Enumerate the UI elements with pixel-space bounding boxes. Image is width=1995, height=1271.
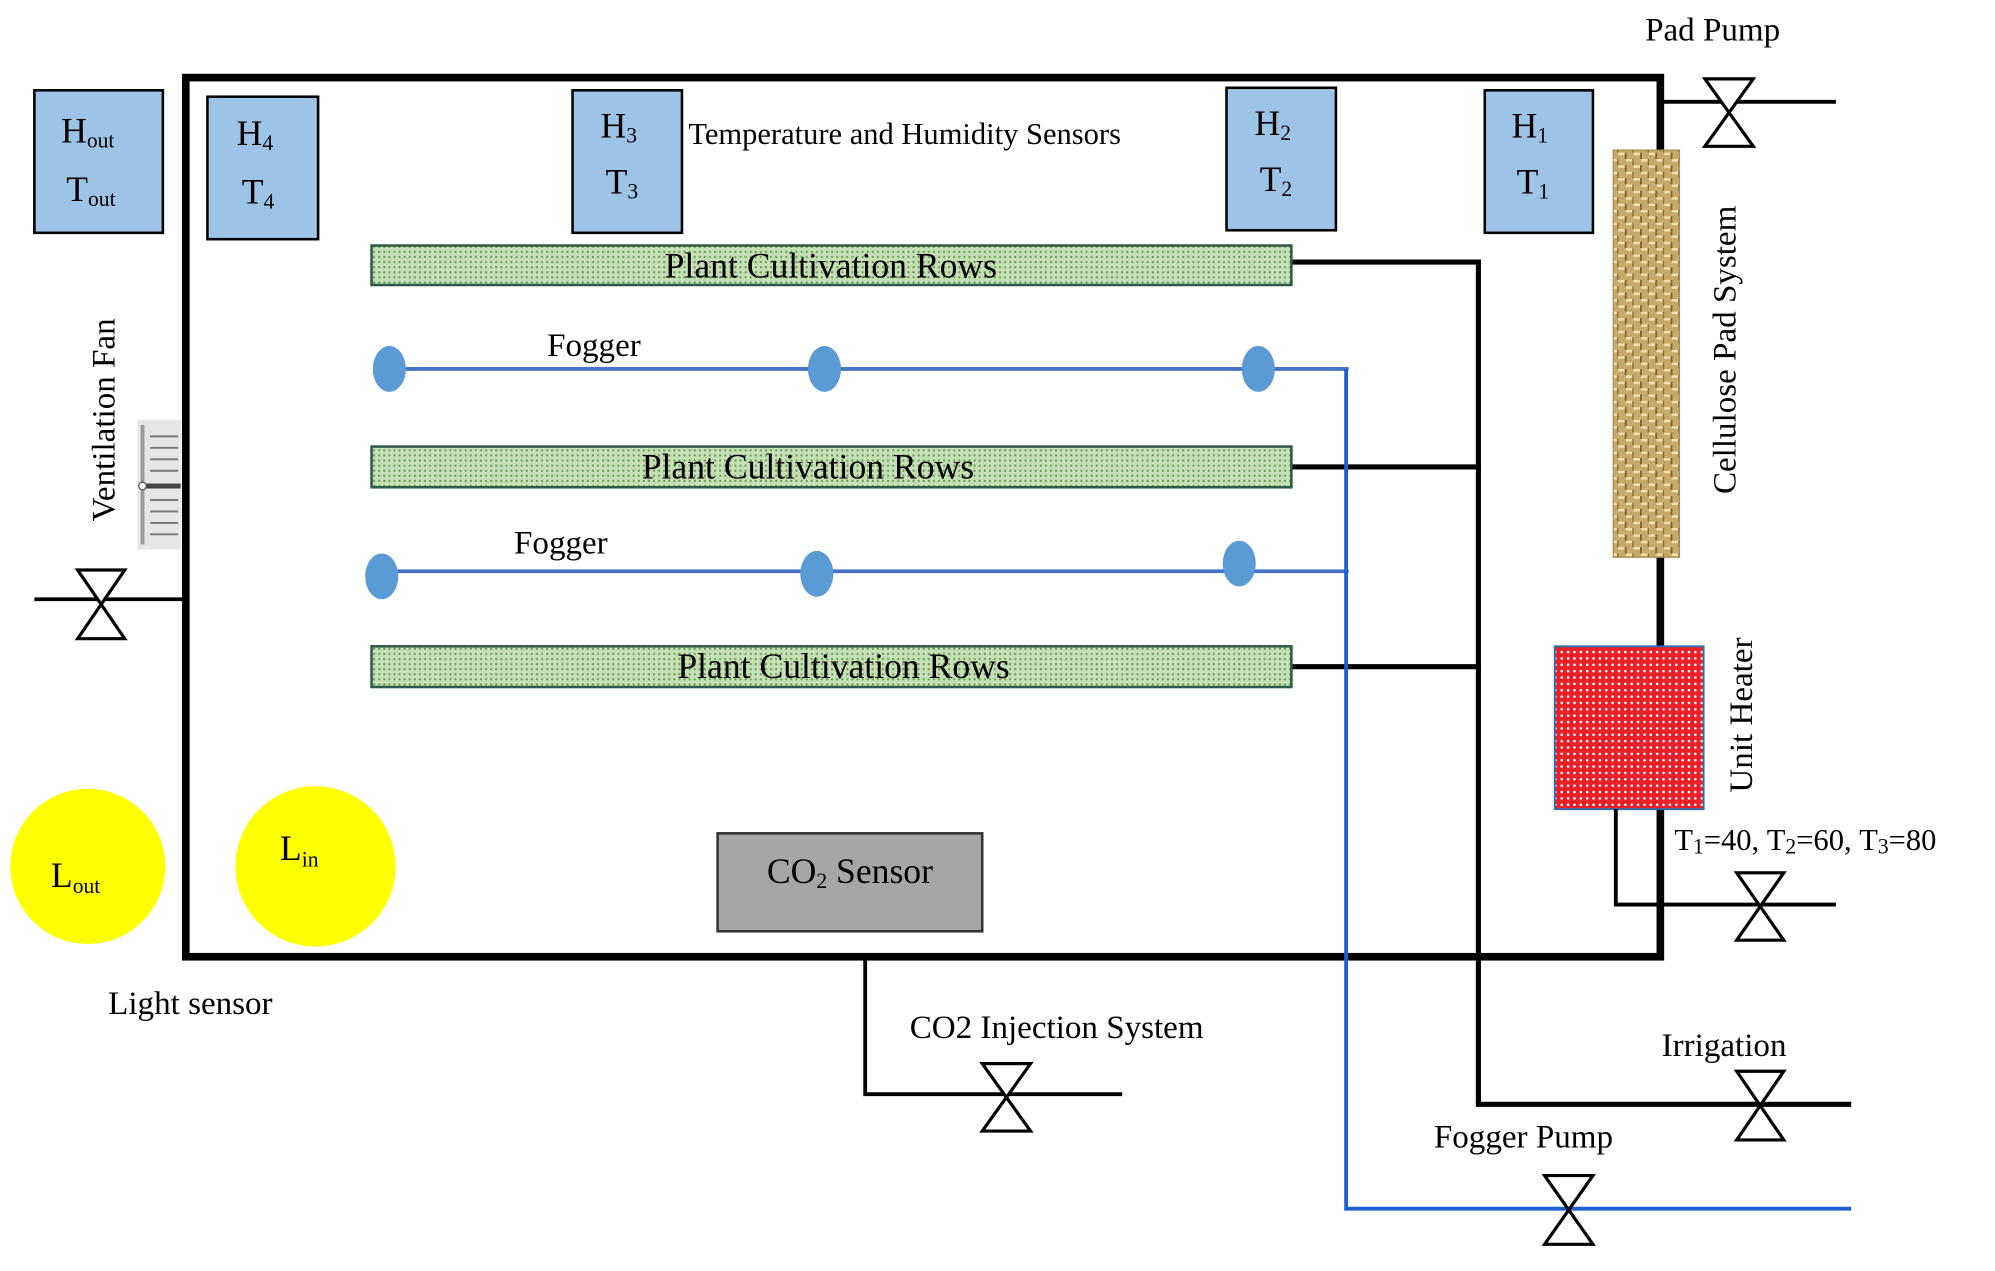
fogger-line: Fogger xyxy=(365,525,1349,600)
sensor-outside: Hout Tout xyxy=(33,89,165,235)
fogger-nozzle xyxy=(1241,346,1275,392)
plant-row: Plant Cultivation Rows xyxy=(370,445,1293,489)
greenhouse-wall xyxy=(181,73,1665,961)
cellulose-pad-label: Cellulose Pad System xyxy=(1707,205,1743,494)
svg-text:T2: T2 xyxy=(1260,159,1293,201)
light-sensor-inside: Lin xyxy=(235,786,396,947)
pad-pump-label: Pad Pump xyxy=(1645,13,1780,49)
svg-text:Lout: Lout xyxy=(51,855,100,898)
irrigation-label: Irrigation xyxy=(1662,1028,1787,1064)
svg-text:CO2 Sensor: CO2 Sensor xyxy=(767,851,933,893)
svg-text:Plant Cultivation Rows: Plant Cultivation Rows xyxy=(677,646,1009,686)
svg-text:H3: H3 xyxy=(601,105,638,147)
fogger-nozzle xyxy=(800,550,834,597)
fogger-pump-valve-icon xyxy=(1541,1173,1596,1246)
plant-row: Plant Cultivation Rows xyxy=(370,244,1293,287)
svg-text:Plant Cultivation Rows: Plant Cultivation Rows xyxy=(665,245,997,285)
sensor-3: H3 T3 xyxy=(571,89,684,235)
fan-icon xyxy=(137,419,181,550)
svg-text:Tout: Tout xyxy=(66,169,115,211)
svg-text:H4: H4 xyxy=(237,113,274,155)
co2-sensor: CO2 Sensor xyxy=(716,832,984,933)
svg-text:Lin: Lin xyxy=(280,828,319,871)
light-sensor-outside: Lout xyxy=(10,788,166,945)
irrigation-valve-icon xyxy=(1733,1069,1787,1142)
svg-text:T4: T4 xyxy=(242,172,275,214)
fogger-line: Fogger xyxy=(372,328,1349,392)
fogger-nozzle xyxy=(365,553,399,600)
light-sensor-label: Light sensor xyxy=(108,986,272,1022)
heater-valve-icon xyxy=(1733,871,1787,942)
co2-valve-icon xyxy=(979,1062,1034,1133)
fogger-nozzle xyxy=(372,346,406,392)
unit-heater xyxy=(1553,645,1705,811)
fogger-nozzle xyxy=(807,346,842,392)
plant-row: Plant Cultivation Rows xyxy=(370,645,1293,689)
svg-text:Plant Cultivation Rows: Plant Cultivation Rows xyxy=(642,446,974,486)
cellulose-pad xyxy=(1612,149,1681,558)
co2-injection-label: CO2 Injection System xyxy=(910,1010,1204,1046)
svg-text:Fogger: Fogger xyxy=(547,328,641,364)
svg-text:T1: T1 xyxy=(1517,161,1550,203)
sensor-2: H2 T2 xyxy=(1225,86,1338,232)
svg-text:T3: T3 xyxy=(606,161,639,203)
heater-levels: T1=40, T2=60, T3=80 xyxy=(1674,823,1936,859)
sensor-1: H1 T1 xyxy=(1483,89,1595,235)
fogger-nozzle xyxy=(1222,540,1256,587)
svg-text:H1: H1 xyxy=(1511,105,1548,147)
fogger-pump-label: Fogger Pump xyxy=(1434,1120,1613,1156)
unit-heater-label: Unit Heater xyxy=(1724,637,1760,792)
sensors-caption: Temperature and Humidity Sensors xyxy=(688,117,1121,151)
sensor-4: H4 T4 xyxy=(206,95,320,241)
irrigation-lines xyxy=(1291,259,1852,1107)
svg-text:Fogger: Fogger xyxy=(514,525,608,561)
ventilation-fan-label: Ventilation Fan xyxy=(87,318,123,521)
svg-text:H2: H2 xyxy=(1254,103,1291,145)
svg-text:Hout: Hout xyxy=(61,110,114,152)
ventilation-valve-icon xyxy=(74,568,128,641)
fogger-supply-line xyxy=(1344,368,1852,1211)
pad-pump-valve-icon xyxy=(1701,77,1757,148)
